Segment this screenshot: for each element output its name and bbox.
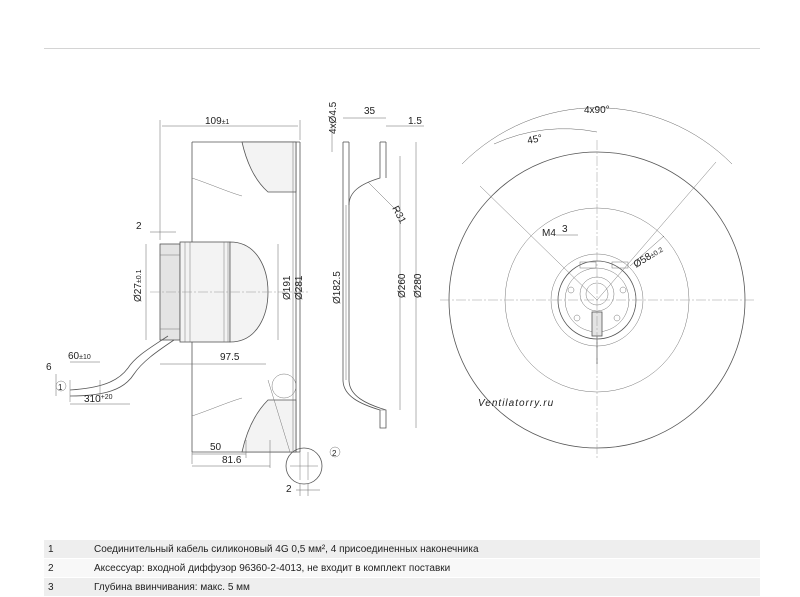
dim-d182-5: Ø182.5 [332, 271, 343, 304]
dim-6: 6 [46, 362, 52, 373]
dim-45: 45° [526, 133, 543, 147]
watermark: Ventilatorry.ru [478, 398, 554, 409]
section-view: 4xØ4.5 35 1.5 R31 Ø182.5 Ø260 Ø280 [328, 101, 424, 429]
dim-d280: Ø280 [413, 273, 424, 298]
dim-81-6: 81.6 [222, 455, 242, 466]
technical-drawing: 109±1 2 Ø27±0.1 Ø191 Ø281 97.5 50 81.6 6… [46, 101, 755, 496]
dim-4x90: 4x90° [584, 105, 610, 116]
note-number: 1 [44, 540, 90, 559]
dim-d281: Ø281 [294, 275, 305, 300]
dim-m4: M4 [542, 228, 556, 239]
dim-1-5: 1.5 [408, 116, 422, 127]
dim-35: 35 [364, 106, 376, 117]
dim-hub-diameter: Ø27±0.1 [133, 269, 144, 302]
side-view: 109±1 2 Ø27±0.1 Ø191 Ø281 97.5 50 81.6 6… [46, 116, 341, 496]
dim-step: 2 [136, 221, 142, 232]
notes-table: 1 Соединительный кабель силиконовый 4G 0… [44, 540, 760, 597]
dim-97-5: 97.5 [220, 352, 240, 363]
dim-r31: R31 [389, 204, 408, 226]
dim-width: 109±1 [205, 116, 230, 127]
note-text: Соединительный кабель силиконовый 4G 0,5… [90, 540, 760, 559]
callout-2: 2 [332, 449, 337, 458]
note-number: 3 [44, 577, 90, 597]
callout-1: 1 [58, 383, 63, 392]
top-divider [44, 48, 760, 49]
note-text: Аксессуар: входной диффузор 96360-2-4013… [90, 558, 760, 578]
dim-d260: Ø260 [397, 273, 408, 298]
dim-detail-2: 2 [286, 484, 292, 495]
detail-circle [285, 447, 323, 485]
dim-d191: Ø191 [282, 275, 293, 300]
note-number: 2 [44, 558, 90, 578]
table-row: 3 Глубина ввинчивания: макс. 5 мм [44, 577, 760, 597]
dim-3: 3 [562, 224, 568, 235]
dim-d58: Ø58±0.2 [632, 244, 665, 271]
dim-50: 50 [210, 442, 222, 453]
dim-holes: 4xØ4.5 [328, 101, 339, 134]
dim-60: 60±10 [68, 351, 91, 362]
table-row: 2 Аксессуар: входной диффузор 96360-2-40… [44, 558, 760, 578]
table-row: 1 Соединительный кабель силиконовый 4G 0… [44, 540, 760, 559]
note-text: Глубина ввинчивания: макс. 5 мм [90, 577, 760, 597]
dim-310: 310+20 [84, 394, 113, 405]
